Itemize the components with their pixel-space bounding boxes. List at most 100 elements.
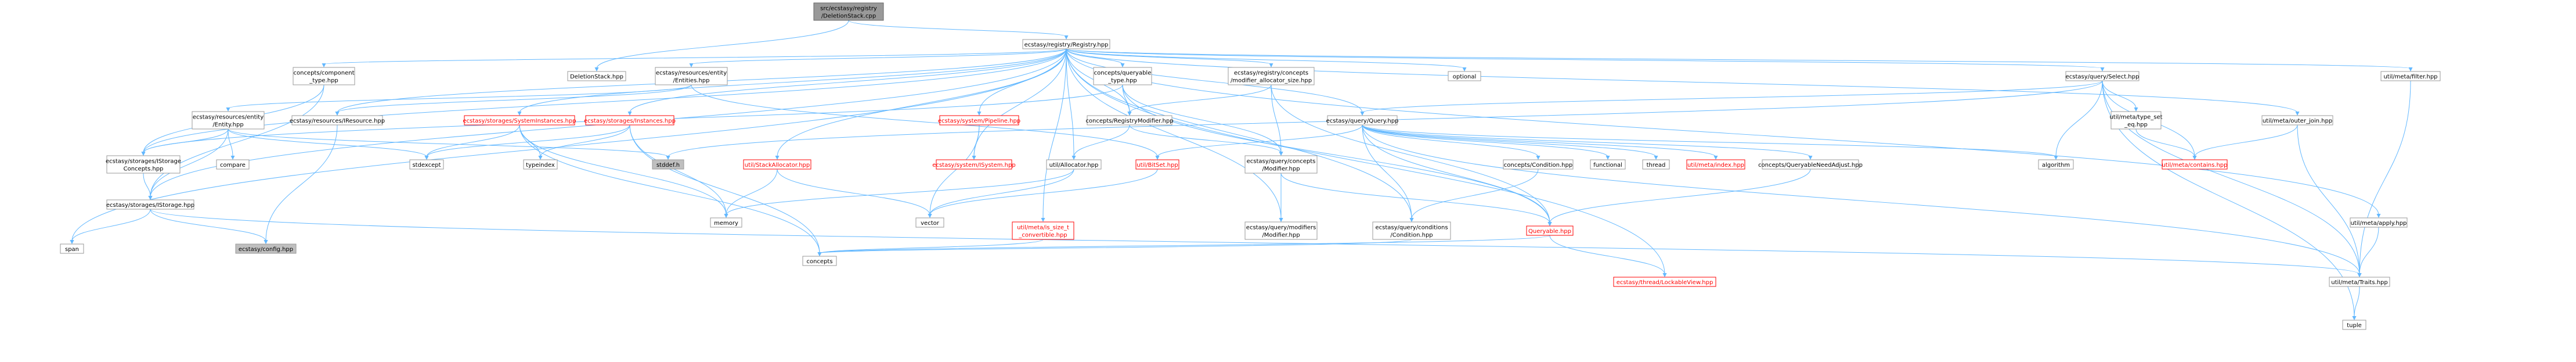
node-thread[interactable]: thread <box>1642 159 1670 170</box>
node-label: concepts/QueryableNeedAdjust.hpp <box>1758 162 1863 169</box>
edge-storages_systeminstances-to-concepts <box>519 124 820 254</box>
node-compare[interactable]: compare <box>216 159 250 170</box>
edge-arrowhead <box>141 152 146 156</box>
node-config[interactable]: ecstasy/config.hpp <box>235 243 297 254</box>
edge-arrowhead <box>1360 112 1365 116</box>
node-concepts_condition[interactable]: concepts/Condition.hpp <box>1503 159 1574 170</box>
node-storages_istorage[interactable]: ecstasy/storages/IStorage.hpp <box>106 199 194 210</box>
edge-arrowhead <box>148 196 153 200</box>
node-box <box>409 159 444 170</box>
node-box <box>106 199 194 210</box>
node-concepts_registrymodifier[interactable]: concepts/RegistryModifier.hpp <box>1085 115 1174 126</box>
edge-concepts_registrymodifier-to-query_concepts_modifier <box>1129 124 1282 153</box>
node-memory[interactable]: memory <box>710 217 742 228</box>
node-box <box>1686 159 1745 170</box>
node-util_meta_filter[interactable]: util/meta/filter.hpp <box>2380 71 2441 81</box>
edge-arrowhead <box>70 240 74 244</box>
node-util_meta_is_size_t_convertible[interactable]: util/meta/is_size_t_convertible.hpp <box>1012 221 1074 240</box>
edge-arrowhead <box>627 112 632 116</box>
node-label: concepts/Condition.hpp <box>1504 162 1572 169</box>
node-util_allocator[interactable]: util/Allocator.hpp <box>1046 159 1102 170</box>
edge-storages_istorage-to-config <box>150 209 266 242</box>
node-util_bitset[interactable]: util/BitSet.hpp <box>1135 159 1179 170</box>
edge-arrowhead <box>1071 156 1076 160</box>
node-concepts_queryableneedadjust[interactable]: concepts/QueryableNeedAdjust.hpp <box>1758 159 1863 170</box>
edge-arrowhead <box>775 156 780 160</box>
edge-query_select-to-util_meta_traits <box>2102 80 2360 275</box>
node-registry_concepts_modifier_allocator_size[interactable]: ecstasy/registry/concepts/modifier_alloc… <box>1228 67 1315 85</box>
node-util_meta_outer_join[interactable]: util/meta/outer_join.hpp <box>2261 115 2333 126</box>
node-query_conditions_condition[interactable]: ecstasy/query/conditions/Condition.hpp <box>1372 221 1451 240</box>
node-label: ecstasy/query/conditions <box>1375 225 1448 231</box>
node-concepts_component_type[interactable]: concepts/component_type.hpp <box>293 67 355 85</box>
node-registry_hpp[interactable]: ecstasy/registry/Registry.hpp <box>1022 39 1110 49</box>
edge-registry_hpp-to-query_select <box>1066 48 2103 69</box>
edge-arrowhead <box>1462 67 1467 71</box>
node-query_query[interactable]: ecstasy/query/Query.hpp <box>1326 115 1399 126</box>
node-util_meta_type_set_eq[interactable]: util/meta/type_set_eq.hpp <box>2109 111 2163 130</box>
node-typeindex[interactable]: typeindex <box>523 159 558 170</box>
edge-registry_hpp-to-storages_systeminstances <box>519 48 1067 113</box>
node-deletionstack_hpp[interactable]: DeletionStack.hpp <box>567 71 626 81</box>
edge-arrowhead <box>1269 63 1273 67</box>
edge-registry_hpp-to-storages_instances <box>629 48 1067 113</box>
node-label: tuple <box>2347 322 2362 329</box>
edge-resources_entity_entities-to-util_bitset <box>691 84 1158 157</box>
node-box <box>216 159 250 170</box>
node-system_pipeline[interactable]: ecstasy/system/Pipeline.hpp <box>938 115 1020 126</box>
node-label: ecstasy/query/modifiers <box>1246 225 1316 231</box>
node-util_meta_index[interactable]: util/meta/index.hpp <box>1686 159 1745 170</box>
edge-arrowhead <box>1547 222 1552 226</box>
node-concepts_queryable_type[interactable]: concepts/queryable_type.hpp <box>1093 67 1152 85</box>
node-thread_lockableview[interactable]: ecstasy/thread/LockableView.hpp <box>1613 277 1716 287</box>
edge-util_meta_outer_join-to-util_meta_traits <box>2297 124 2360 275</box>
node-functional[interactable]: functional <box>1590 159 1626 170</box>
node-optional[interactable]: optional <box>1448 71 1481 81</box>
node-query_modifiers_modifier[interactable]: ecstasy/query/modifiers/Modifier.hpp <box>1244 221 1318 240</box>
node-util_stackallocator[interactable]: util/StackAllocator.hpp <box>743 159 811 170</box>
node-box <box>1762 159 1859 170</box>
node-queryable[interactable]: Queryable.hpp <box>1526 225 1574 236</box>
node-vector[interactable]: vector <box>915 217 944 228</box>
node-storages_systeminstances[interactable]: ecstasy/storages/SystemInstances.hpp <box>463 115 576 126</box>
node-box <box>106 155 181 174</box>
node-query_select[interactable]: ecstasy/query/Select.hpp <box>2065 71 2140 81</box>
node-box <box>1590 159 1626 170</box>
node-util_meta_contains[interactable]: util/meta/contains.hpp <box>2162 159 2228 170</box>
node-algorithm[interactable]: algorithm <box>2038 159 2074 170</box>
edge-registry_hpp-to-resources_entity_entities <box>691 48 1067 65</box>
node-stdexcept[interactable]: stdexcept <box>409 159 444 170</box>
node-stddef_h[interactable]: stddef.h <box>652 159 684 170</box>
node-box <box>585 115 674 126</box>
node-box <box>464 115 575 126</box>
node-resources_entity_entity[interactable]: ecstasy/resources/entity/Entity.hpp <box>192 111 265 130</box>
node-tuple[interactable]: tuple <box>2342 320 2366 330</box>
node-label: typeindex <box>526 162 555 169</box>
node-query_concepts_modifier[interactable]: ecstasy/query/concepts/Modifier.hpp <box>1244 155 1318 174</box>
node-system_isystem[interactable]: ecstasy/system/ISystem.hpp <box>932 159 1016 170</box>
node-box <box>710 217 742 228</box>
node-storages_instances[interactable]: ecstasy/storages/Instances.hpp <box>584 115 676 126</box>
node-resources_entity_entities[interactable]: ecstasy/resources/entity/Entities.hpp <box>655 67 728 85</box>
edge-util_meta_filter-to-util_meta_traits <box>2359 80 2411 275</box>
edge-arrowhead <box>538 156 543 160</box>
node-label: stddef.h <box>656 162 680 169</box>
edge-arrowhead <box>1536 156 1540 160</box>
node-util_meta_traits[interactable]: util/meta/Traits.hpp <box>2329 277 2390 287</box>
node-label: ecstasy/system/Pipeline.hpp <box>938 118 1020 124</box>
edge-resources_entity_entity-to-stdexcept <box>228 128 427 157</box>
edge-concepts_condition-to-query_conditions_condition <box>1411 169 1539 220</box>
node-box <box>1526 225 1574 236</box>
edge-queryable-to-concepts <box>819 235 1550 254</box>
node-concepts[interactable]: concepts <box>802 256 837 266</box>
node-box <box>939 115 1019 126</box>
node-box <box>1087 115 1172 126</box>
node-resources_iresource[interactable]: ecstasy/resources/IResource.hpp <box>290 115 385 126</box>
edge-concepts_queryable_type-to-query_concepts_modifier <box>1122 84 1282 153</box>
node-box <box>60 243 84 254</box>
node-util_meta_apply[interactable]: util/meta/apply.hpp <box>2350 217 2408 228</box>
edge-registry_hpp-to-util_allocator <box>1066 48 1074 157</box>
node-label: _type.hpp <box>1107 78 1137 84</box>
node-span[interactable]: span <box>60 243 84 254</box>
